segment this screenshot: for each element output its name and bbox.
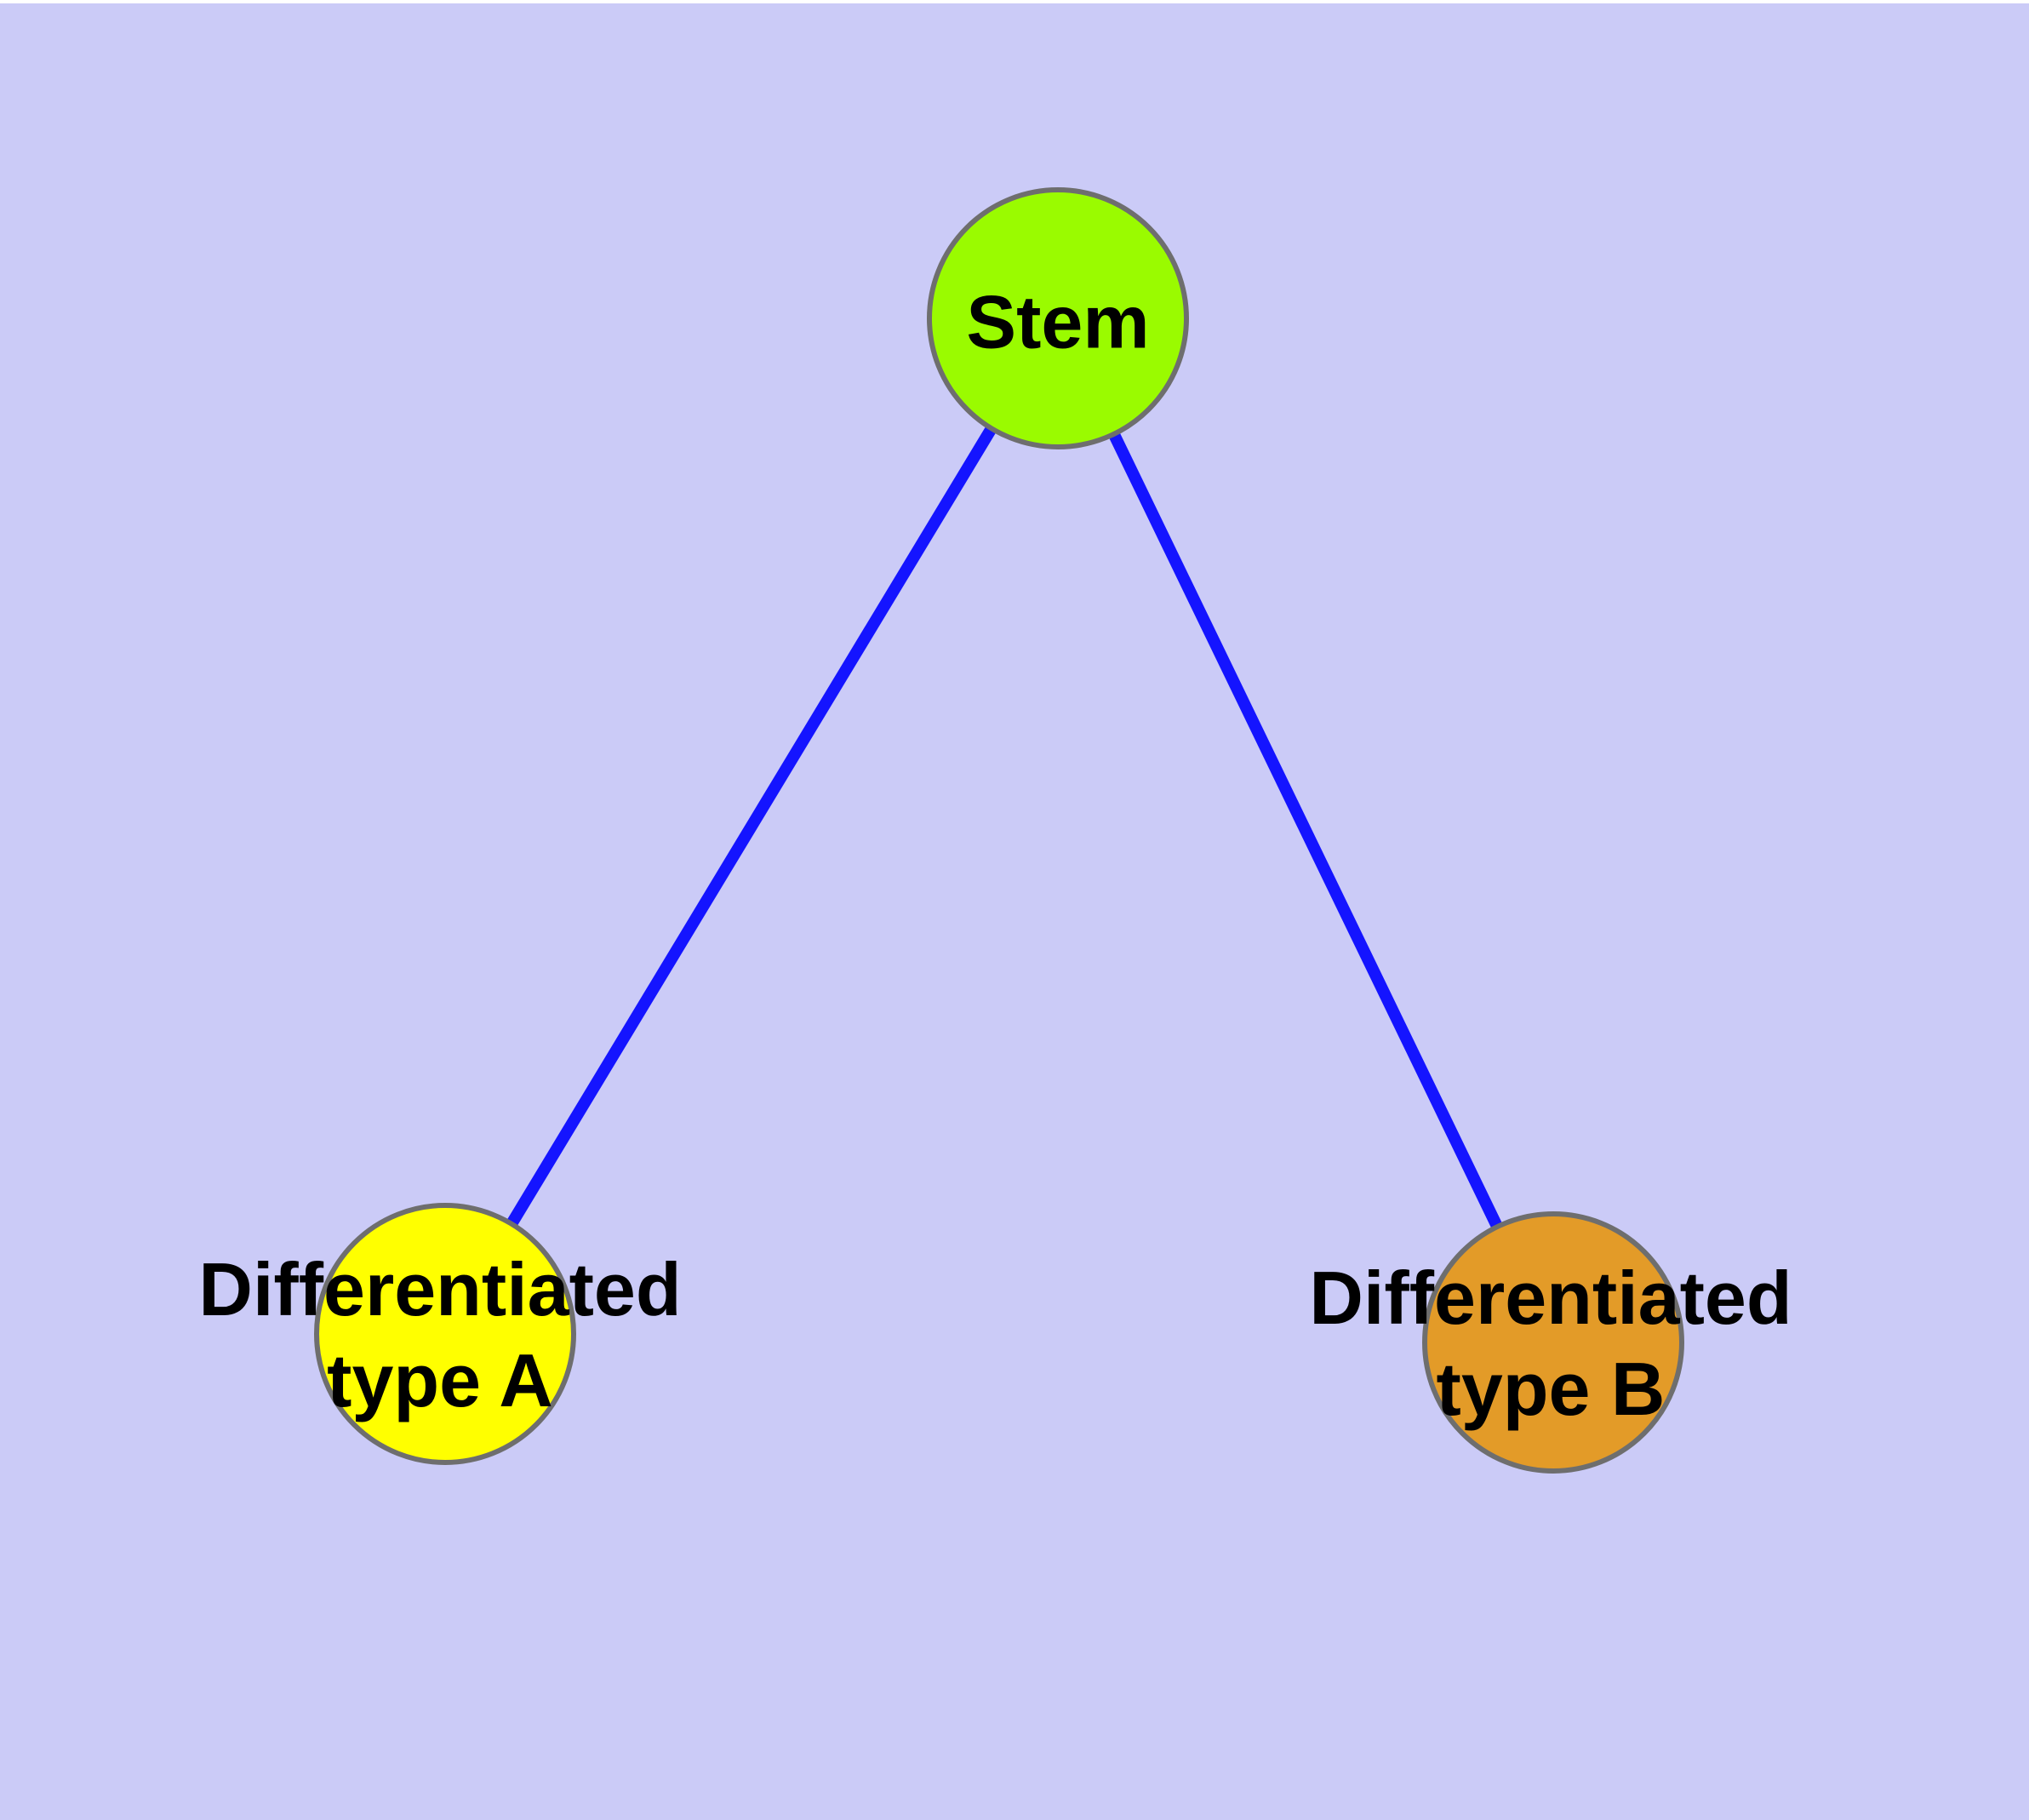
node-type-a-circle xyxy=(314,1203,576,1465)
top-margin-strip xyxy=(0,0,2029,3)
edge-stem-to-type-b xyxy=(1052,315,1559,1346)
node-stem-circle xyxy=(927,187,1189,449)
node-type-b-circle xyxy=(1422,1211,1684,1474)
edge-stem-to-type-a xyxy=(440,315,1063,1337)
